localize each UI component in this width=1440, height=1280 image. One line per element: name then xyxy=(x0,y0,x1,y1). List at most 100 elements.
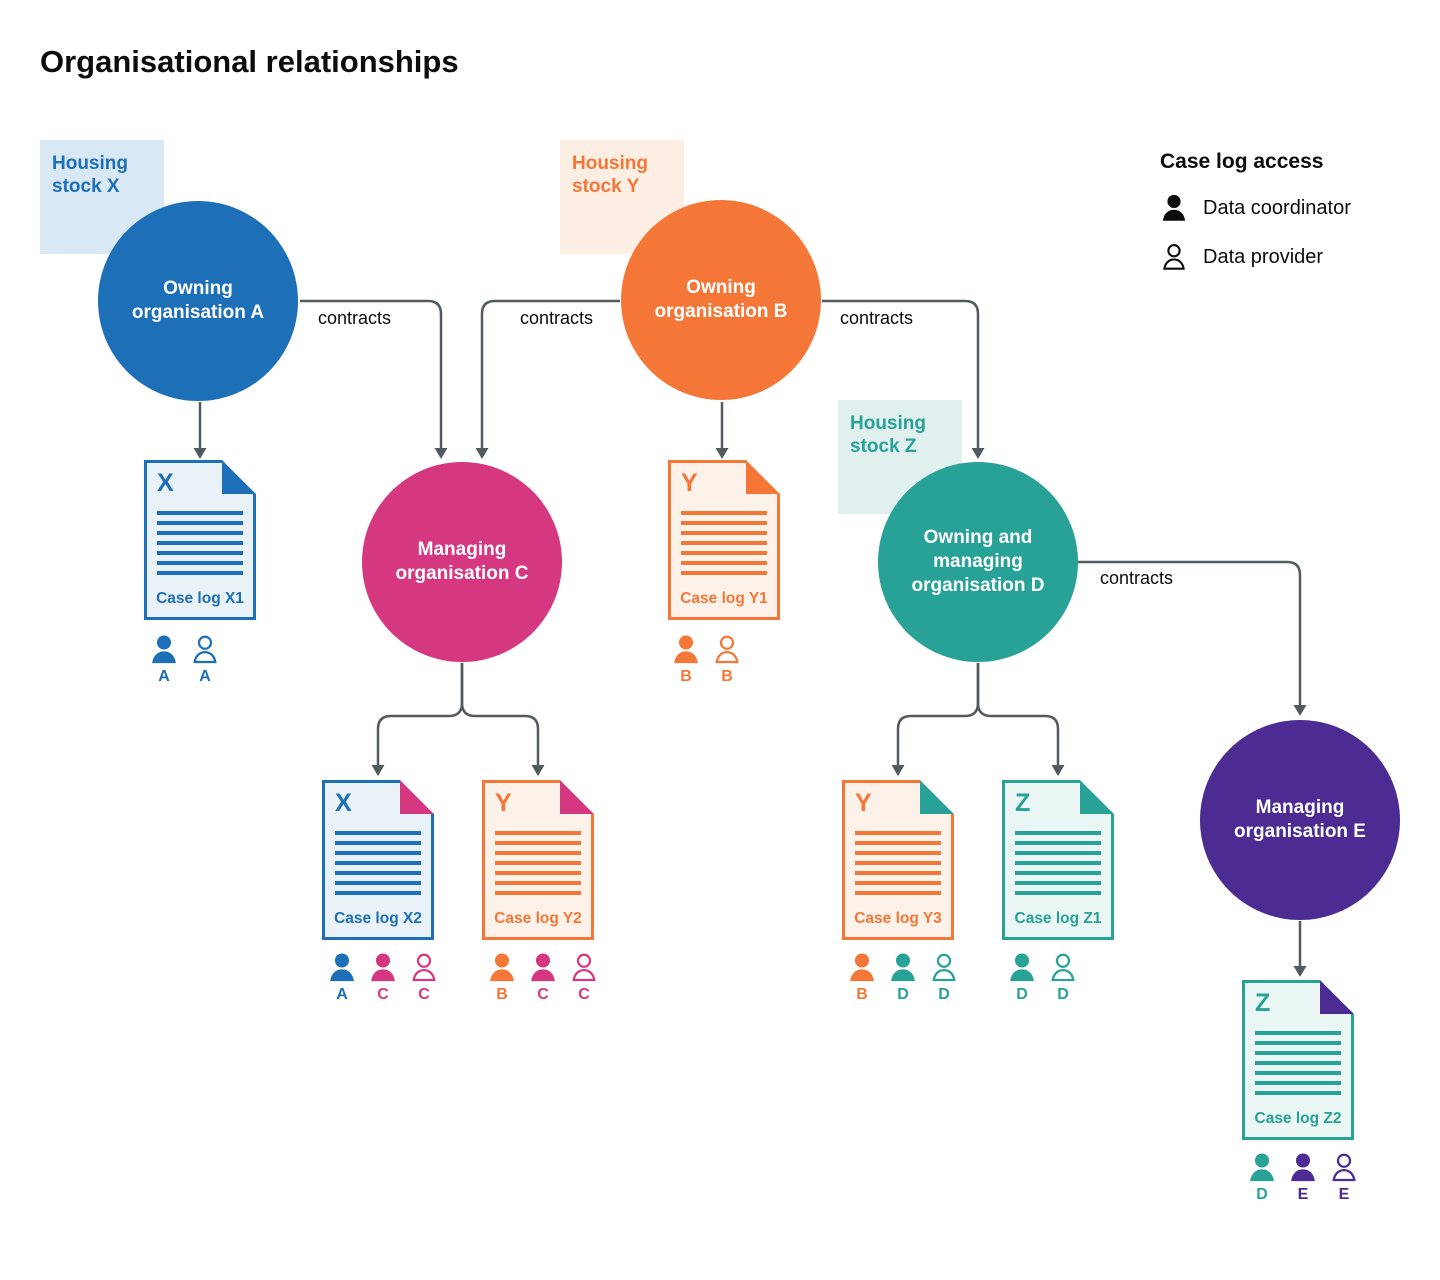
access-org-letter: B xyxy=(721,668,733,685)
folded-corner-icon xyxy=(920,780,954,814)
doc-text-lines-icon xyxy=(1015,831,1101,895)
access-org-letter: D xyxy=(1016,986,1028,1003)
case-log-doc-x2: X Case log X2 xyxy=(322,780,434,940)
doc-text-lines-icon xyxy=(681,511,767,575)
contracts-label: contracts xyxy=(1100,568,1174,588)
connector-c-to-caselog-y2 xyxy=(460,663,545,776)
person-filled-icon xyxy=(674,635,698,664)
access-org-letter: B xyxy=(856,986,868,1003)
connector-b-to-caselog-y1 xyxy=(715,402,729,459)
access-org-letter: A xyxy=(158,668,170,685)
org-label: Managing organisation C xyxy=(395,538,529,584)
access-org-letter: C xyxy=(537,986,549,1003)
doc-text-lines-icon xyxy=(495,831,581,895)
access-item-provider: D xyxy=(1047,952,1079,1004)
case-log-z1-access: D D xyxy=(1006,952,1079,1004)
doc-text-lines-icon xyxy=(335,831,421,895)
case-log-label: Case log Z1 xyxy=(1014,910,1102,927)
person-outline-icon xyxy=(572,953,596,982)
connector-a-to-c xyxy=(300,299,448,459)
access-item-coordinator: A xyxy=(326,952,358,1004)
folded-corner-icon xyxy=(400,780,434,814)
access-org-letter: E xyxy=(1297,1186,1309,1203)
access-item-coordinator: E xyxy=(1287,1152,1319,1204)
org-label: Owning organisation B xyxy=(654,276,788,322)
person-outline-icon xyxy=(1051,953,1075,982)
housing-stock-z-tag: Housing stock Z xyxy=(838,400,962,514)
folded-corner-icon xyxy=(1080,780,1114,814)
contracts-label: contracts xyxy=(520,308,594,328)
person-outline-icon xyxy=(932,953,956,982)
person-filled-icon xyxy=(1162,194,1186,221)
case-log-y2-access: B C C xyxy=(486,952,600,1004)
access-item-provider: E xyxy=(1328,1152,1360,1204)
access-org-letter: D xyxy=(897,986,909,1003)
doc-stock-letter: X xyxy=(157,469,174,497)
org-circle-managing-c: Managing organisation C xyxy=(362,462,562,662)
person-outline-icon xyxy=(1332,1153,1356,1182)
case-log-label: Case log Y3 xyxy=(854,910,942,927)
access-org-letter: D xyxy=(938,986,950,1003)
connector-a-to-caselog-x1 xyxy=(193,402,207,459)
case-log-label: Case log Z2 xyxy=(1254,1110,1342,1127)
access-org-letter: E xyxy=(1338,1186,1350,1203)
case-log-label: Case log X2 xyxy=(334,910,422,927)
access-org-letter: C xyxy=(578,986,590,1003)
person-filled-icon xyxy=(1291,1153,1315,1182)
folded-corner-icon xyxy=(222,460,256,494)
access-item-coordinator: B xyxy=(486,952,518,1004)
case-log-doc-z1: Z Case log Z1 xyxy=(1002,780,1114,940)
org-label: Managing organisation E xyxy=(1234,796,1366,842)
org-label: Owning organisation A xyxy=(131,277,265,323)
access-item-coordinator: C xyxy=(367,952,399,1004)
case-log-x1-access: A A xyxy=(148,634,221,686)
access-item-coordinator: D xyxy=(887,952,919,1004)
doc-stock-letter: Z xyxy=(1255,989,1271,1017)
access-item-provider: C xyxy=(408,952,440,1004)
person-filled-icon xyxy=(152,635,176,664)
case-log-y1-access: B B xyxy=(670,634,743,686)
access-item-provider: A xyxy=(189,634,221,686)
doc-stock-letter: Y xyxy=(681,469,698,497)
person-outline-icon xyxy=(412,953,436,982)
access-org-letter: B xyxy=(680,668,692,685)
contracts-label: contracts xyxy=(318,308,392,328)
person-filled-icon xyxy=(330,953,354,982)
access-item-coordinator: D xyxy=(1006,952,1038,1004)
case-log-label: Case log X1 xyxy=(156,590,244,607)
page-title: Organisational relationships xyxy=(40,44,459,79)
connector-e-to-caselog-z2 xyxy=(1293,921,1307,977)
person-outline-icon xyxy=(193,635,217,664)
connector-c-to-caselog-x2 xyxy=(371,663,464,776)
connector-d-to-e xyxy=(1078,560,1307,716)
access-item-coordinator: D xyxy=(1246,1152,1278,1204)
access-org-letter: C xyxy=(377,986,389,1003)
case-log-y3-access: B D D xyxy=(846,952,960,1004)
case-log-label: Case log Y2 xyxy=(494,910,582,927)
access-org-letter: D xyxy=(1057,986,1069,1003)
legend-item-data-coordinator: Data coordinator xyxy=(1160,193,1351,223)
person-filled-icon xyxy=(1010,953,1034,982)
doc-stock-letter: Y xyxy=(495,789,512,817)
folded-corner-icon xyxy=(746,460,780,494)
org-circle-owning-a: Owning organisation A xyxy=(98,201,298,401)
access-org-letter: A xyxy=(199,668,211,685)
person-filled-icon xyxy=(1250,1153,1274,1182)
access-item-coordinator: A xyxy=(148,634,180,686)
person-outline-icon xyxy=(1163,244,1185,270)
folded-corner-icon xyxy=(1320,980,1354,1014)
access-item-coordinator: C xyxy=(527,952,559,1004)
connector-d-to-caselog-z1 xyxy=(976,663,1065,776)
case-log-doc-y3: Y Case log Y3 xyxy=(842,780,954,940)
connector-b-to-d xyxy=(822,299,985,459)
doc-text-lines-icon xyxy=(1255,1031,1341,1095)
person-filled-icon xyxy=(490,953,514,982)
person-filled-icon xyxy=(891,953,915,982)
legend-item-label: Data provider xyxy=(1203,245,1324,268)
case-log-doc-y1: Y Case log Y1 xyxy=(668,460,780,620)
access-org-letter: A xyxy=(336,986,348,1003)
person-filled-icon xyxy=(850,953,874,982)
org-circle-owning-managing-d: Owning and managing organisation D xyxy=(878,462,1078,662)
case-log-x2-access: A C C xyxy=(326,952,440,1004)
